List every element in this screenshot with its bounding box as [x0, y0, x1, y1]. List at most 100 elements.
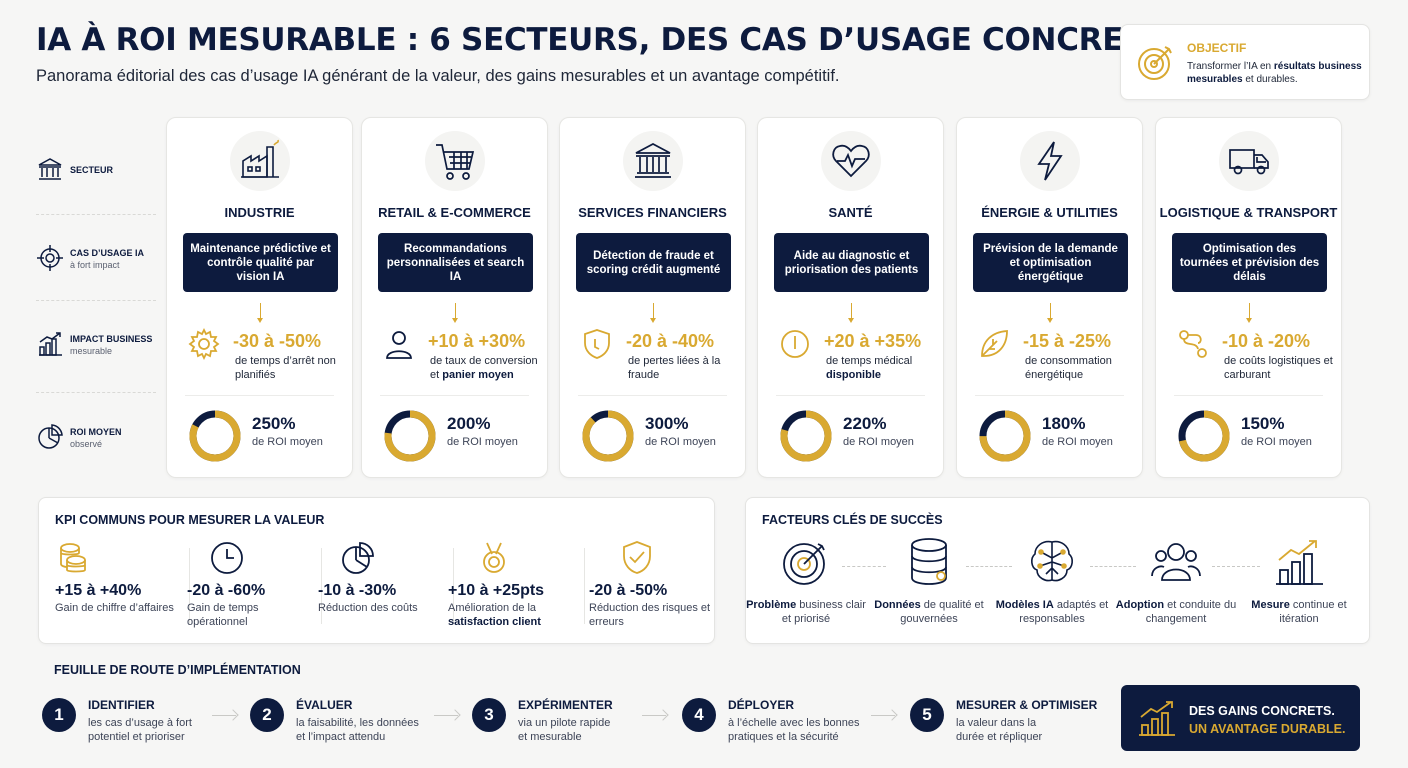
kpi-panel: KPI COMMUNS POUR MESURER LA VALEUR +15 à… [38, 497, 715, 644]
row-divider [36, 392, 156, 393]
row-divider [36, 214, 156, 215]
roi-description: de ROI moyen [447, 436, 518, 448]
impact-value: +20 à +35% [824, 331, 922, 351]
kpi-item: -20 à -60% Gain de temps opérationnel [187, 538, 315, 634]
sector-card-sante: SANTÉ Aide au diagnostic et priorisation… [757, 117, 944, 478]
objective-text: Transformer l’IA en résultats business m… [1187, 61, 1362, 85]
use-case-box: Prévision de la demande et optimisation … [973, 233, 1128, 292]
sector-name: LOGISTIQUE & TRANSPORT [1159, 205, 1338, 220]
shield-icon [584, 329, 610, 359]
sector-name: SERVICES FINANCIERS [578, 205, 727, 220]
roi-description: de ROI moyen [843, 436, 914, 448]
clock-icon [211, 542, 243, 574]
people-icon [1151, 543, 1201, 581]
objective-box: OBJECTIF Transformer l’IA en résultats b… [1120, 24, 1370, 100]
row-divider [36, 300, 156, 301]
sector-card-logistique: LOGISTIQUE & TRANSPORT Optimisation des … [1155, 117, 1342, 478]
use-case-box: Recommandations personnalisées et search… [378, 233, 533, 292]
impact-description: de temps médical disponible [826, 355, 913, 381]
roi-description: de ROI moyen [252, 436, 323, 448]
bank-icon [635, 143, 671, 178]
banner-line-2: UN AVANTAGE DURABLE. [1189, 722, 1346, 736]
crosshair-icon [37, 245, 63, 271]
down-arrow-icon [257, 303, 263, 323]
roadmap-title: FEUILLE DE ROUTE D’IMPLÉMENTATION [54, 663, 301, 677]
database-icon [911, 538, 947, 585]
roi-donut [1178, 410, 1230, 462]
leaf-icon [981, 330, 1008, 357]
roi-value: 220% [843, 414, 887, 433]
bank-icon [38, 158, 62, 180]
success-factors-title: FACTEURS CLÉS DE SUCCÈS [762, 513, 943, 527]
sector-card-finance: SERVICES FINANCIERS Détection de fraude … [559, 117, 746, 478]
step-description: la valeur dans la durée et répliquer [956, 717, 1043, 743]
step-description: les cas d’usage à fort potentiel et prio… [88, 717, 192, 743]
success-factors-panel: FACTEURS CLÉS DE SUCCÈS Problème busines… [745, 497, 1370, 644]
roadmap-step: 4 DÉPLOYER à l’échelle avec les bonnes p… [682, 694, 902, 754]
step-number: 4 [682, 698, 716, 732]
brain-icon [1031, 540, 1073, 582]
impact-value: -15 à -25% [1023, 331, 1112, 351]
roi-value: 180% [1042, 414, 1086, 433]
roadmap-step: 2 ÉVALUER la faisabilité, les données et… [250, 694, 470, 754]
sector-card-retail: RETAIL & E-COMMERCE Recommandations pers… [361, 117, 548, 478]
kpi-panel-title: KPI COMMUNS POUR MESURER LA VALEUR [55, 513, 325, 527]
row-label-roi: ROI MOYEN observé [36, 423, 161, 453]
gear-icon [188, 327, 220, 361]
sector-name: ÉNERGIE & UTILITIES [981, 205, 1118, 220]
down-arrow-icon [1047, 303, 1053, 323]
use-case-box: Détection de fraude et scoring crédit au… [576, 233, 731, 292]
pie-chart-icon [38, 424, 63, 449]
conclusion-banner: DES GAINS CONCRETS. UN AVANTAGE DURABLE. [1121, 685, 1360, 751]
cart-icon [436, 144, 475, 180]
success-factor-item: Modèles IA adaptés et responsables [990, 536, 1114, 636]
success-factor-item: Adoption et conduite du changement [1114, 536, 1238, 636]
objective-label: OBJECTIF [1187, 41, 1247, 55]
impact-description: de consommation énergétique [1025, 355, 1112, 381]
roi-donut-arc [780, 410, 832, 462]
factory-icon [241, 139, 279, 178]
kpi-item: +10 à +25pts Amélioration de la satisfac… [448, 538, 576, 634]
medal-icon [483, 542, 505, 573]
step-number: 2 [250, 698, 284, 732]
success-factor-item: Mesure continue et itération [1237, 536, 1361, 636]
bar-chart-icon [39, 332, 62, 356]
roi-donut-arc [1178, 410, 1230, 462]
route-icon [1179, 330, 1207, 358]
roi-description: de ROI moyen [1241, 436, 1312, 448]
impact-value: -20 à -40% [626, 331, 715, 351]
arrow-right-icon [212, 715, 236, 716]
step-title: EXPÉRIMENTER [518, 698, 613, 712]
step-description: la faisabilité, les données et l’impact … [296, 717, 419, 743]
roi-description: de ROI moyen [645, 436, 716, 448]
down-arrow-icon [848, 303, 854, 323]
arrow-right-icon [434, 715, 458, 716]
impact-description: de coûts logistiques et carburant [1224, 355, 1333, 381]
kpi-item: +15 à +40% Gain de chiffre d’affaires [55, 538, 183, 634]
roi-value: 300% [645, 414, 689, 433]
roi-donut-arc [582, 410, 634, 462]
roi-donut [582, 410, 634, 462]
row-label-usecase: CAS D’USAGE IA à fort impact [36, 244, 161, 274]
impact-description: de taux de conversion et panier moyen [430, 355, 538, 381]
use-case-box: Aide au diagnostic et priorisation des p… [774, 233, 929, 292]
down-arrow-icon [650, 303, 656, 323]
roi-donut [384, 410, 436, 462]
sector-name: RETAIL & E-COMMERCE [378, 205, 531, 220]
kpi-item: -10 à -30% Réduction des coûts [318, 538, 446, 634]
step-description: à l’échelle avec les bonnes pratiques et… [728, 717, 860, 743]
growth-chart-icon [1139, 701, 1175, 736]
bar-growth-icon [1276, 540, 1323, 585]
down-arrow-icon [452, 303, 458, 323]
heart-pulse-icon [832, 144, 870, 178]
step-number: 1 [42, 698, 76, 732]
use-case-box: Optimisation des tournées et prévision d… [1172, 233, 1327, 292]
use-case-box: Maintenance prédictive et contrôle quali… [183, 233, 338, 292]
roi-donut [979, 410, 1031, 462]
roi-description: de ROI moyen [1042, 436, 1113, 448]
row-label-sector: SECTEUR [36, 156, 161, 184]
row-label-impact: IMPACT BUSINESS mesurable [36, 330, 161, 360]
impact-value: -10 à -20% [1222, 331, 1311, 351]
roi-donut-arc [384, 410, 436, 462]
page-title: IA À ROI MESURABLE : 6 SECTEURS, DES CAS… [36, 22, 1166, 58]
